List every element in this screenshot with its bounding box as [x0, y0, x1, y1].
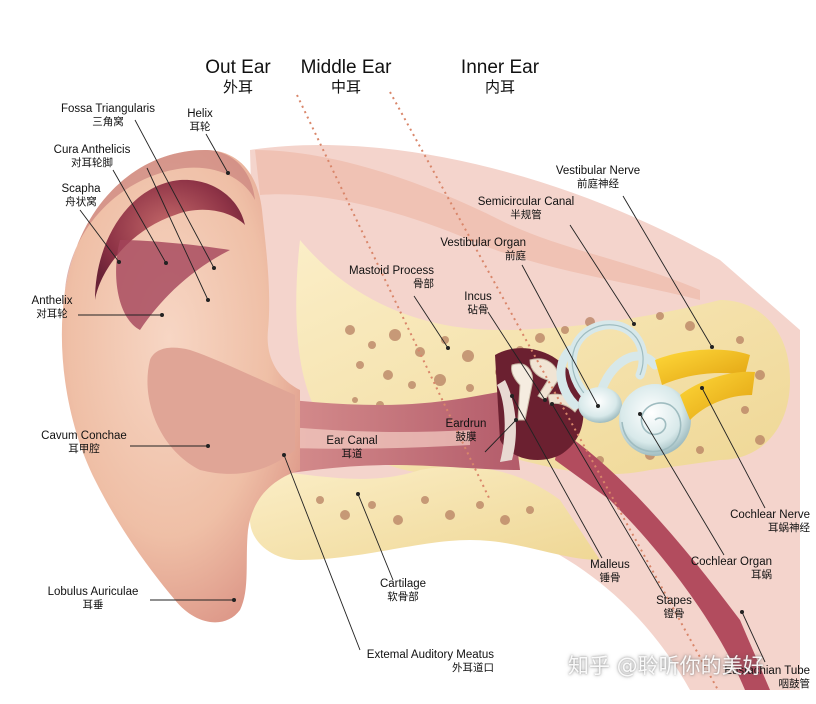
label-semicircular-canal-zh: 半规管 — [510, 209, 542, 221]
label-external-auditory-meatus-zh: 外耳道口 — [452, 662, 494, 674]
label-cochlear-organ-en: Cochlear Organ — [690, 556, 772, 568]
label-incus: Incus 砧骨 — [456, 290, 500, 317]
label-ear-canal-en: Ear Canal — [326, 435, 378, 447]
label-cochlear-nerve: Cochlear Nerve 耳蜗神经 — [700, 508, 810, 535]
label-mastoid-process-en: Mastoid Process — [348, 265, 434, 277]
label-cochlear-nerve-zh: 耳蜗神经 — [768, 522, 810, 534]
leader-dots — [117, 171, 744, 614]
auricle-rim-shadow — [65, 150, 255, 290]
label-vestibular-organ: Vestibular Organ 前庭 — [420, 236, 526, 263]
lower-bone — [250, 466, 600, 560]
label-mastoid-process: Mastoid Process 骨部 — [334, 264, 434, 291]
label-cochlear-organ-zh: 耳蜗 — [751, 569, 772, 581]
label-lobulus-auriculae-zh: 耳垂 — [82, 599, 104, 611]
label-anthelix: Anthelix 对耳轮 — [24, 294, 80, 321]
label-incus-en: Incus — [464, 291, 492, 303]
label-malleus: Malleus 锤骨 — [584, 558, 636, 585]
label-scapha: Scapha 舟状窝 — [56, 182, 106, 209]
auricle-hollow-upper — [95, 179, 245, 300]
section-inner-ear-zh: 内耳 — [484, 78, 515, 96]
auricle-concha — [147, 347, 295, 474]
label-eustachian-tube: Eustachian Tube 咽鼓管 — [700, 664, 810, 691]
label-eustachian-tube-en: Eustachian Tube — [724, 665, 810, 677]
label-cartilage-en: Cartilage — [379, 578, 427, 590]
label-anthelix-zh: 对耳轮 — [36, 308, 68, 320]
label-vestibular-organ-en: Vestibular Organ — [440, 237, 526, 249]
section-out-ear-zh: 外耳 — [222, 78, 253, 96]
upper-skin-layer — [255, 150, 700, 300]
bone-pores — [316, 312, 765, 525]
label-fossa-triangularis-en: Fossa Triangularis — [61, 103, 155, 115]
semicircular-canals-outline — [571, 324, 644, 401]
label-stapes: Stapes 镫骨 — [648, 594, 700, 621]
label-external-auditory-meatus: Extemal Auditory Meatus 外耳道口 — [330, 648, 494, 675]
label-lobulus-auriculae: Lobulus Auriculae 耳垂 — [38, 585, 148, 612]
label-cochlear-nerve-en: Cochlear Nerve — [730, 509, 810, 521]
label-malleus-en: Malleus — [590, 559, 630, 571]
label-scapha-en: Scapha — [61, 183, 101, 195]
vestibule-shape — [578, 387, 622, 423]
label-scapha-zh: 舟状窝 — [65, 196, 97, 208]
label-fossa-triangularis-zh: 三角窝 — [92, 116, 124, 128]
label-vestibular-organ-zh: 前庭 — [505, 250, 526, 262]
label-eardrum-zh: 鼓膜 — [455, 431, 477, 443]
section-dividers — [296, 91, 719, 691]
label-external-auditory-meatus-en: Extemal Auditory Meatus — [366, 649, 494, 661]
label-cavum-conchae: Cavum Conchae 耳甲腔 — [34, 429, 134, 456]
label-cavum-conchae-zh: 耳甲腔 — [68, 443, 100, 455]
label-cartilage-zh: 软骨部 — [387, 591, 419, 603]
eardrum-shape — [497, 380, 516, 462]
malleus-shape — [511, 363, 534, 421]
label-cochlear-organ: Cochlear Organ 耳蜗 — [664, 555, 772, 582]
label-vestibular-nerve: Vestibular Nerve 前庭神经 — [546, 164, 650, 191]
label-vestibular-nerve-zh: 前庭神经 — [577, 178, 619, 190]
label-ear-canal-zh: 耳道 — [341, 448, 363, 460]
section-middle-ear-zh: 中耳 — [330, 78, 361, 96]
section-middle-ear: Middle Ear 中耳 — [296, 57, 396, 96]
label-eardrum: Eardrun 鼓膜 — [436, 417, 496, 444]
label-helix-en: Helix — [187, 108, 213, 120]
label-vestibular-nerve-en: Vestibular Nerve — [555, 165, 641, 177]
label-cura-anthelicis-en: Cura Anthelicis — [53, 144, 131, 156]
label-anthelix-en: Anthelix — [31, 295, 73, 307]
section-middle-ear-en: Middle Ear — [300, 57, 392, 78]
label-stapes-zh: 镫骨 — [663, 608, 685, 620]
label-semicircular-canal-en: Semicircular Canal — [477, 196, 575, 208]
label-eardrum-en: Eardrun — [445, 418, 487, 430]
label-stapes-en: Stapes — [656, 595, 692, 607]
leader-lines — [78, 119, 766, 663]
vestibular-nerve-shape — [655, 349, 750, 385]
section-out-ear-en: Out Ear — [205, 57, 271, 78]
label-semicircular-canal: Semicircular Canal 半规管 — [470, 195, 582, 222]
label-cartilage: Cartilage 软骨部 — [371, 577, 435, 604]
label-eustachian-tube-zh: 咽鼓管 — [778, 678, 811, 690]
label-fossa-triangularis: Fossa Triangularis 三角窝 — [52, 102, 164, 129]
label-cavum-conchae-en: Cavum Conchae — [41, 430, 127, 442]
cochlea-spiral — [621, 402, 682, 453]
label-malleus-zh: 锤骨 — [599, 572, 621, 584]
label-helix: Helix 耳轮 — [180, 107, 220, 134]
label-incus-zh: 砧骨 — [467, 304, 489, 316]
section-inner-ear-en: Inner Ear — [460, 57, 540, 78]
eustachian-tube-shape — [555, 430, 770, 690]
auricle-hollow-fossa — [116, 240, 230, 330]
label-ear-canal: Ear Canal 耳道 — [320, 434, 384, 461]
label-mastoid-process-zh: 骨部 — [413, 278, 434, 290]
section-out-ear: Out Ear 外耳 — [200, 57, 276, 96]
label-cura-anthelicis: Cura Anthelicis 对耳轮脚 — [44, 143, 140, 170]
label-cura-anthelicis-zh: 对耳轮脚 — [71, 157, 113, 169]
section-inner-ear: Inner Ear 内耳 — [455, 57, 545, 96]
incus-shape — [529, 358, 559, 401]
watermark-text: 知乎 @聆听你的美好 — [568, 654, 764, 678]
cochlear-nerve-shape — [680, 371, 755, 420]
label-lobulus-auriculae-en: Lobulus Auriculae — [47, 586, 139, 598]
label-helix-zh: 耳轮 — [189, 121, 211, 133]
